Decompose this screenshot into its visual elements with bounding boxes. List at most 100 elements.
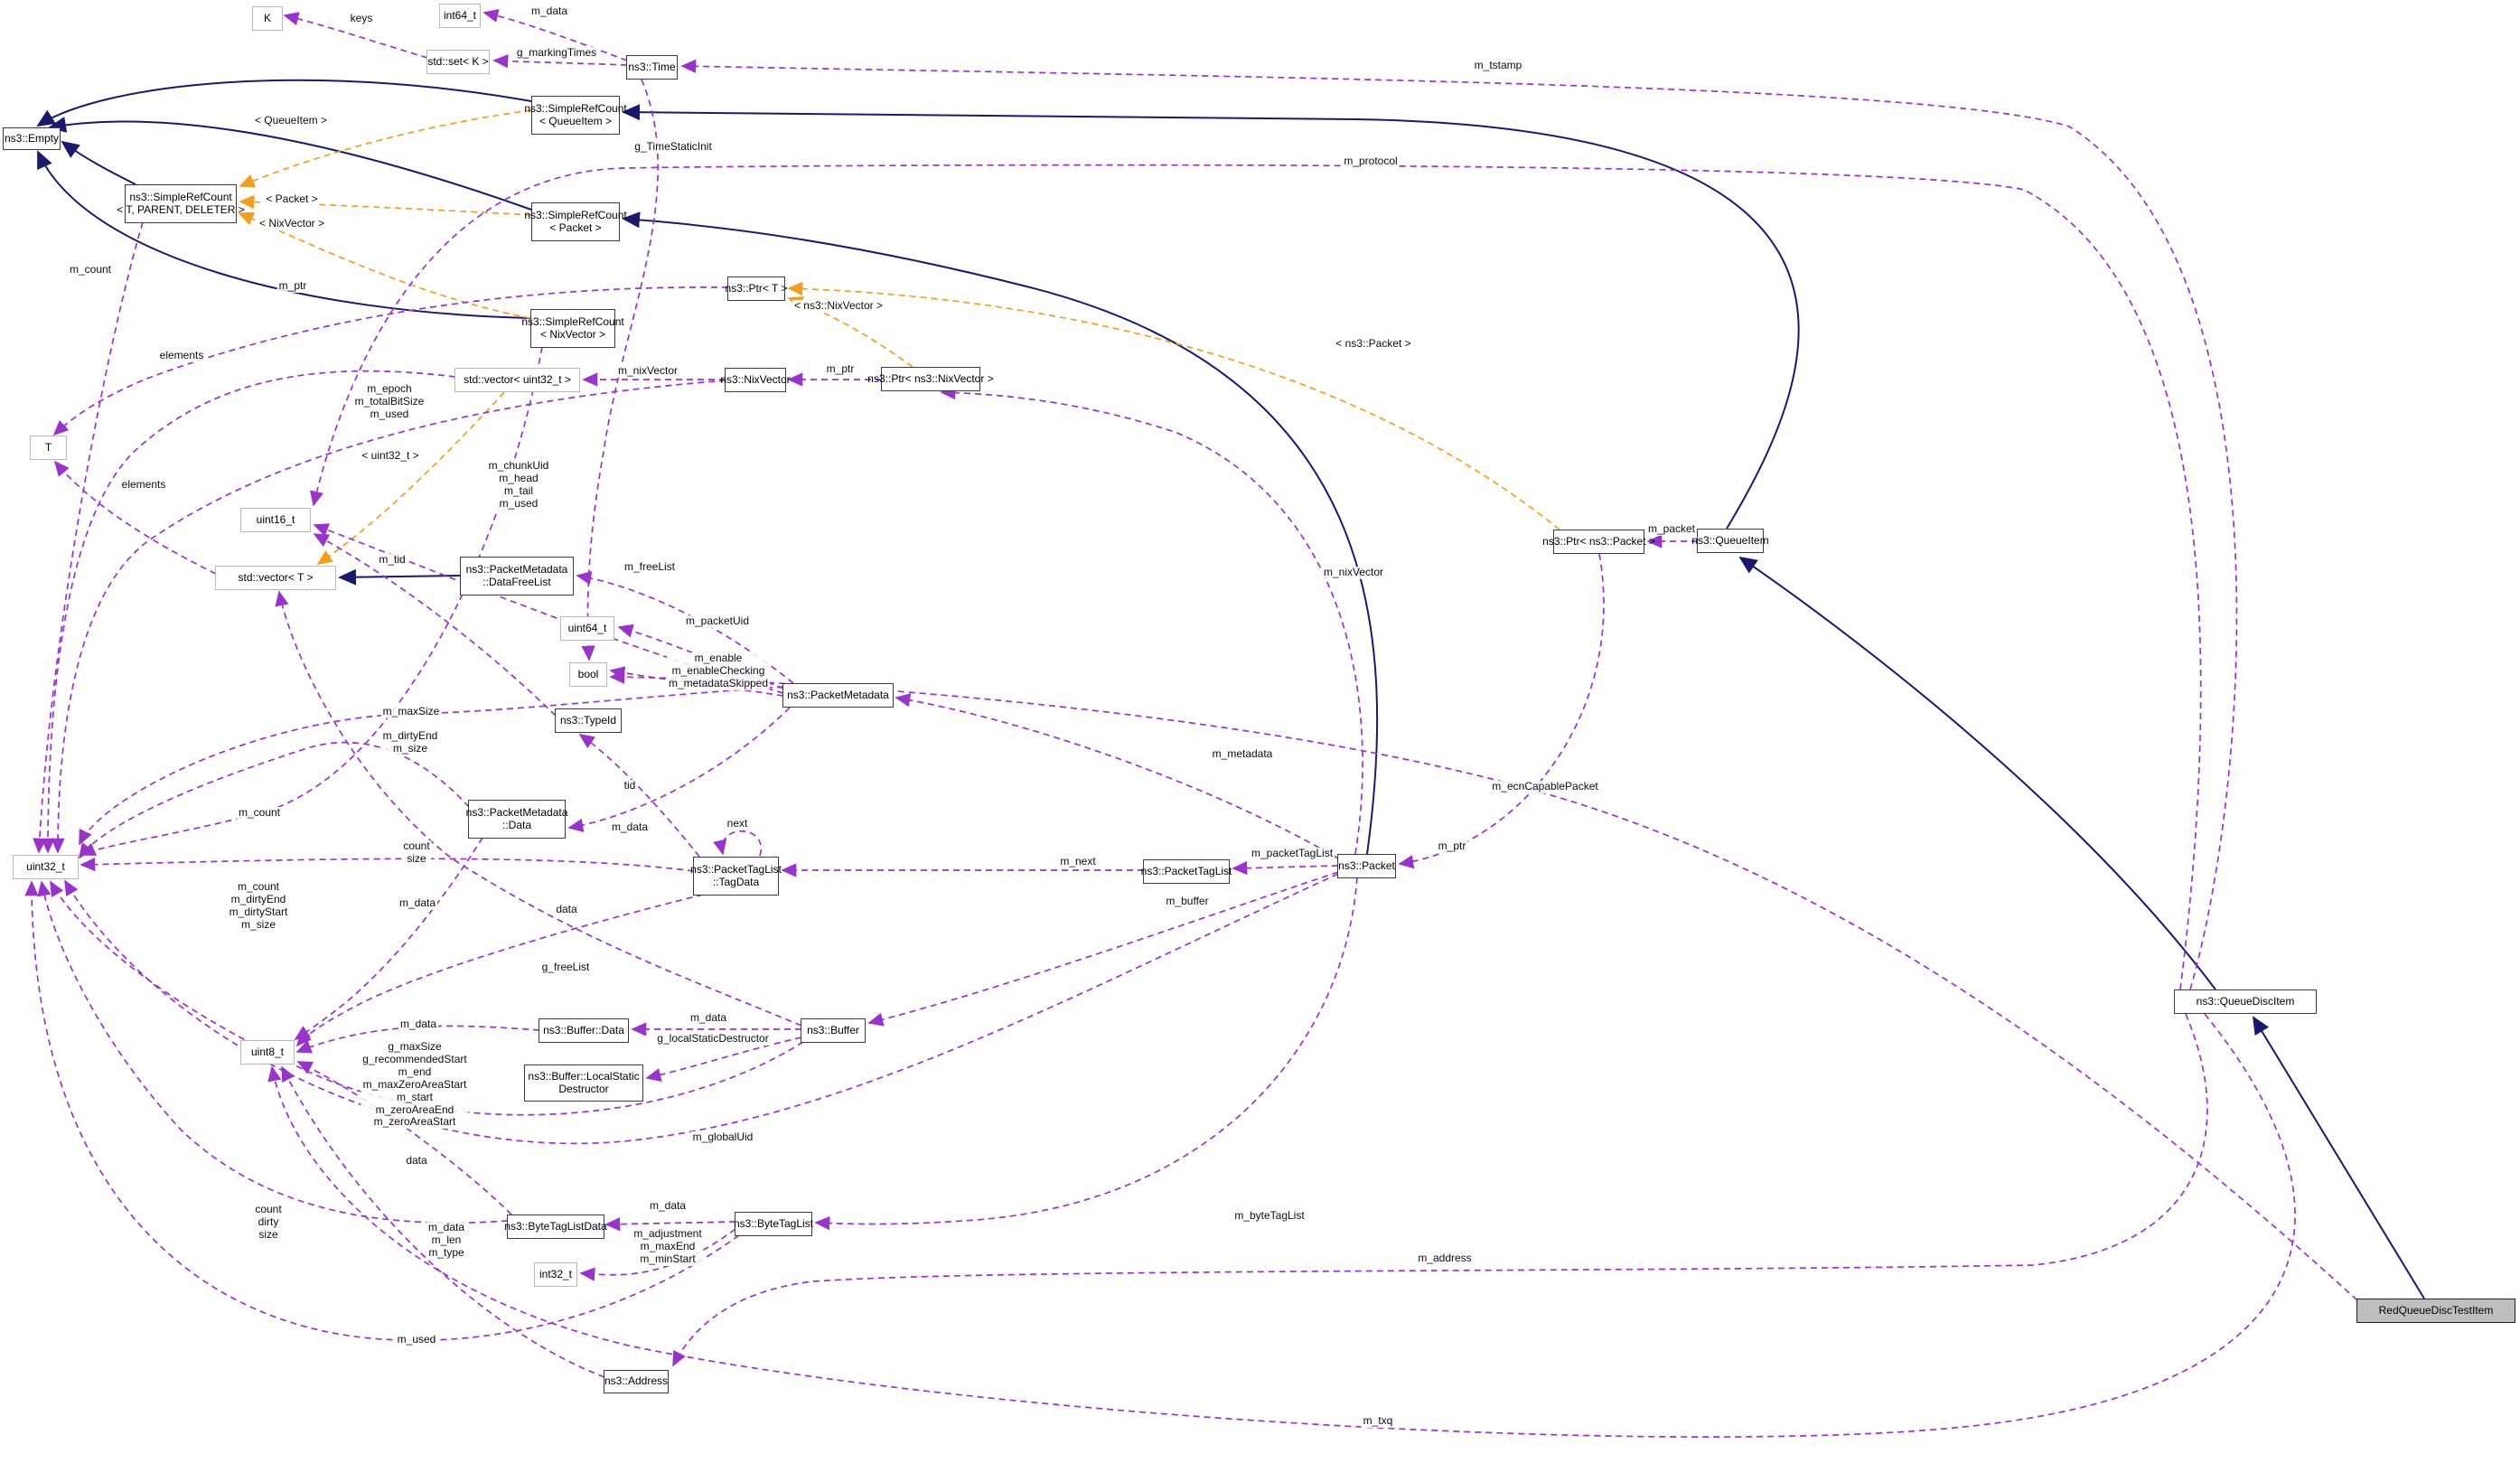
edge-label-tmpl_nixvector: < NixVector > bbox=[257, 217, 327, 230]
inherit-dataFreeList-to-vectorT bbox=[338, 568, 462, 586]
use-ptrPacket-to-packet bbox=[1398, 553, 1605, 869]
node-src_packet[interactable]: ns3::SimpleRefCount < Packet > bbox=[524, 202, 627, 241]
use-buffer-to-localStaticDestructor bbox=[645, 1036, 802, 1082]
node-qdi[interactable]: ns3::QueueDiscItem bbox=[2174, 989, 2317, 1014]
edge-label-tmpl_queueitem: < QueueItem > bbox=[252, 114, 330, 127]
use-tagData-to-uint8 bbox=[295, 894, 704, 1047]
node-pmd_data[interactable]: ns3::PacketMetadata ::Data bbox=[466, 800, 567, 839]
node-u16: uint16_t bbox=[240, 508, 311, 532]
inherit-redQueueDiscTestItem-to-queueDiscItem bbox=[2252, 1016, 2425, 1299]
node-typeid[interactable]: ns3::TypeId bbox=[555, 708, 622, 733]
node-empty[interactable]: ns3::Empty bbox=[3, 127, 61, 150]
use-byteTagListData-to-uint32 bbox=[37, 880, 509, 1224]
node-src_queueitem[interactable]: ns3::SimpleRefCount < QueueItem > bbox=[524, 96, 627, 135]
edge-label-m_data_pmd: m_data bbox=[609, 821, 651, 834]
edge-label-m_buffer: m_buffer bbox=[1164, 895, 1211, 908]
edge-label-g_timestaticinit: g_TimeStaticInit bbox=[632, 140, 714, 154]
edge-label-m_freelist: m_freeList bbox=[622, 560, 678, 574]
use-typeId-to-uint16 bbox=[313, 533, 557, 717]
node-btld[interactable]: ns3::ByteTagListData bbox=[504, 1214, 607, 1239]
use-buffer-to-vectorT bbox=[275, 590, 802, 1027]
edge-label-keys: keys bbox=[348, 12, 375, 25]
edge-label-m_dlt: m_data m_len m_type bbox=[426, 1221, 467, 1260]
node-freelist[interactable]: ns3::PacketMetadata ::DataFreeList bbox=[460, 557, 574, 596]
node-ptr_nix[interactable]: ns3::Ptr< ns3::NixVector > bbox=[867, 367, 994, 391]
inherit-srcQueueItem-to-empty bbox=[36, 79, 532, 127]
use-tagData-to-uint32 bbox=[80, 857, 695, 872]
node-k: K bbox=[252, 6, 283, 31]
edge-label-m_ptr_pkt: m_ptr bbox=[1436, 839, 1468, 853]
use-packet-to-packetMetadata bbox=[895, 693, 1339, 859]
use-queueDiscItem-to-uint16 bbox=[310, 164, 2202, 990]
node-queueitem[interactable]: ns3::QueueItem bbox=[1691, 529, 1769, 553]
node-nixvector[interactable]: ns3::NixVector bbox=[720, 368, 791, 392]
edge-label-cds: count dirty size bbox=[253, 1203, 284, 1242]
edge-label-m_protocol: m_protocol bbox=[1342, 155, 1400, 168]
edge-label-count_size: count size bbox=[401, 839, 432, 866]
edge-label-m_dirtyend: m_dirtyEnd m_size bbox=[380, 729, 440, 755]
node-src_t[interactable]: ns3::SimpleRefCount < T, PARENT, DELETER… bbox=[117, 184, 245, 223]
use-queueDiscItem-to-address bbox=[672, 1013, 2208, 1367]
node-buf_lsd[interactable]: ns3::Buffer::LocalStatic Destructor bbox=[524, 1064, 643, 1102]
node-u32: uint32_t bbox=[13, 855, 79, 879]
inherit-queueDiscItem-to-queueItem bbox=[1738, 556, 2216, 990]
inherit-srcNixVector-to-empty bbox=[37, 150, 531, 319]
edge-label-m_count_nix: m_count bbox=[236, 806, 283, 820]
edge-label-g_markingTimes: g_markingTimes bbox=[514, 46, 599, 60]
use-tagData-self-next bbox=[713, 830, 763, 857]
node-ptr_packet[interactable]: ns3::Ptr< ns3::Packet > bbox=[1542, 530, 1655, 554]
node-u8: uint8_t bbox=[240, 1040, 295, 1064]
edge-label-g_max7: g_maxSize g_recommendedStart m_end m_max… bbox=[361, 1040, 469, 1130]
node-src_nixvector[interactable]: ns3::SimpleRefCount < NixVector > bbox=[521, 309, 624, 348]
edge-label-tid: tid bbox=[622, 779, 638, 792]
node-ptr_t[interactable]: ns3::Ptr< T > bbox=[726, 277, 787, 301]
node-time[interactable]: ns3::Time bbox=[626, 55, 678, 80]
edge-label-elements_u32: elements bbox=[157, 349, 206, 362]
node-red[interactable]: RedQueueDiscTestItem bbox=[2356, 1299, 2515, 1323]
edge-label-m_ptr_t: m_ptr bbox=[276, 279, 309, 293]
use-queueDiscItem-to-uint8 bbox=[267, 1013, 2296, 1438]
edge-label-tmpl_nsnixvector: < ns3::NixVector > bbox=[792, 299, 885, 313]
use-byteTagList-to-uint32 bbox=[24, 880, 740, 1342]
node-buf_data[interactable]: ns3::Buffer::Data bbox=[539, 1018, 629, 1043]
use-packet-to-uint32 bbox=[64, 873, 1339, 1145]
use-packet-to-byteTagList bbox=[814, 877, 1358, 1231]
node-set_k: std::set< K > bbox=[426, 50, 490, 74]
node-pmd[interactable]: ns3::PacketMetadata bbox=[782, 683, 894, 708]
edge-label-m_data_bufdata: m_data bbox=[398, 1018, 439, 1031]
node-vec_u32: std::vector< uint32_t > bbox=[454, 368, 580, 392]
node-ptl[interactable]: ns3::PacketTagList bbox=[1141, 859, 1232, 884]
node-u64: uint64_t bbox=[560, 616, 614, 641]
node-packet[interactable]: ns3::Packet bbox=[1337, 854, 1396, 878]
node-tagdata[interactable]: ns3::PacketTagList ::TagData bbox=[690, 857, 782, 896]
node-i32: int32_t bbox=[534, 1262, 577, 1287]
edge-label-m_ecn: m_ecnCapablePacket bbox=[1490, 780, 1600, 793]
edge-label-m_nixvector_pkt: m_nixVector bbox=[1321, 566, 1386, 579]
edge-label-m_next: m_next bbox=[1058, 855, 1098, 868]
use-time-to-setK bbox=[492, 54, 628, 69]
edge-label-tmpl_u32: < uint32_t > bbox=[360, 449, 421, 463]
use-time-to-int64 bbox=[482, 8, 628, 61]
use-byteTagList-to-byteTagListData bbox=[604, 1217, 736, 1232]
edge-label-m_bytetaglist: m_byteTagList bbox=[1232, 1209, 1307, 1223]
edge-label-m_data_time: m_data bbox=[529, 5, 570, 18]
edge-label-m_txq: m_txq bbox=[1361, 1414, 1395, 1428]
node-btl[interactable]: ns3::ByteTagList bbox=[734, 1212, 813, 1236]
use-packetMetadata-to-pmdData bbox=[567, 707, 791, 832]
edge-label-m_adj: m_adjustment m_maxEnd m_minStart bbox=[632, 1227, 704, 1266]
edge-label-tmpl_packet: < Packet > bbox=[264, 192, 320, 206]
use-vectorT-to-T bbox=[53, 460, 217, 575]
use-queueDiscItem-to-time bbox=[680, 59, 2238, 990]
edge-label-m_count_srcT: m_count bbox=[67, 263, 114, 277]
edge-label-m_globaluid: m_globalUid bbox=[690, 1130, 755, 1144]
edge-label-m_chunkuid: m_chunkUid m_head m_tail m_used bbox=[486, 459, 551, 511]
node-buffer[interactable]: ns3::Buffer bbox=[801, 1018, 866, 1043]
inherit-srcT-to-empty bbox=[61, 140, 136, 185]
edge-label-m_tstamp: m_tstamp bbox=[1472, 59, 1524, 72]
use-pmdData-to-uint32 bbox=[78, 741, 470, 859]
use-srcNixVector-to-uint32 bbox=[80, 346, 543, 856]
node-addr[interactable]: ns3::Address bbox=[604, 1370, 669, 1393]
edge-label-m_data_btl: m_data bbox=[647, 1199, 689, 1213]
